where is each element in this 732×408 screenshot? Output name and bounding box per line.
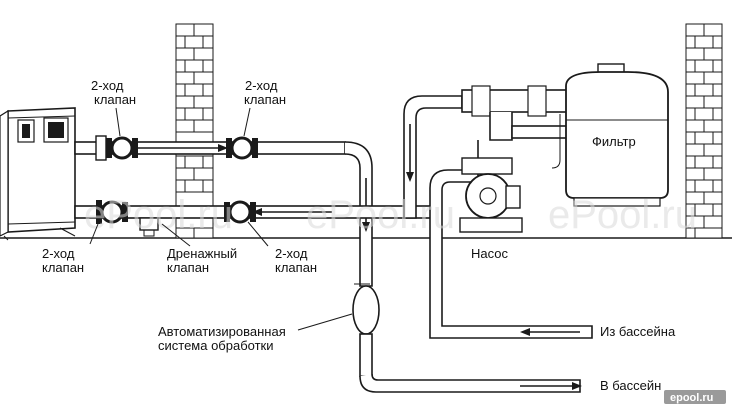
label-treatment-2: система обработки xyxy=(158,338,274,353)
label-valve-bottom-left-2: клапан xyxy=(42,260,84,275)
filter-tank xyxy=(565,63,669,207)
brick-wall-right xyxy=(685,23,723,239)
label-from-pool: Из бассейна xyxy=(600,324,676,339)
label-valve-top-left-1: 2-ход xyxy=(91,78,124,93)
label-valve-top-right-2: клапан xyxy=(244,92,286,107)
brick-wall-left xyxy=(175,23,214,239)
valve-bottom-left xyxy=(96,200,128,224)
label-pump: Насос xyxy=(471,246,508,261)
corner-watermark: epool.ru xyxy=(664,390,726,404)
drain-valve xyxy=(139,217,159,237)
label-treatment-1: Автоматизированная xyxy=(158,324,286,339)
watermark-text-1: ePool.ru xyxy=(84,193,233,237)
valve-bottom-right xyxy=(224,200,256,224)
leader-lines xyxy=(89,107,353,331)
watermark-text-2: ePool.ru xyxy=(306,193,455,237)
label-valve-bottom-right-1: 2-ход xyxy=(275,246,308,261)
upper-pipe xyxy=(74,141,373,287)
treatment-system xyxy=(352,283,582,393)
label-drain-valve-1: Дренажный xyxy=(167,246,237,261)
label-to-pool: В бассейн xyxy=(600,378,661,393)
corner-watermark-text: epool.ru xyxy=(670,392,713,404)
label-valve-top-right-1: 2-ход xyxy=(245,78,278,93)
label-valve-bottom-right-2: клапан xyxy=(275,260,317,275)
filter-valve-head xyxy=(461,85,573,169)
valve-top-right xyxy=(226,136,258,160)
from-pool-pipe xyxy=(429,169,593,339)
label-valve-bottom-left-1: 2-ход xyxy=(42,246,75,261)
label-valve-top-left-2: клапан xyxy=(94,92,136,107)
watermark-text-3: ePool.ru xyxy=(548,193,697,237)
pump xyxy=(459,140,523,233)
valve-top-left xyxy=(95,135,138,161)
heat-pump-unit xyxy=(0,107,76,241)
label-drain-valve-2: клапан xyxy=(167,260,209,275)
label-filter: Фильтр xyxy=(592,134,636,149)
watermark: ePool.ru ePool.ru ePool.ru xyxy=(84,193,697,237)
